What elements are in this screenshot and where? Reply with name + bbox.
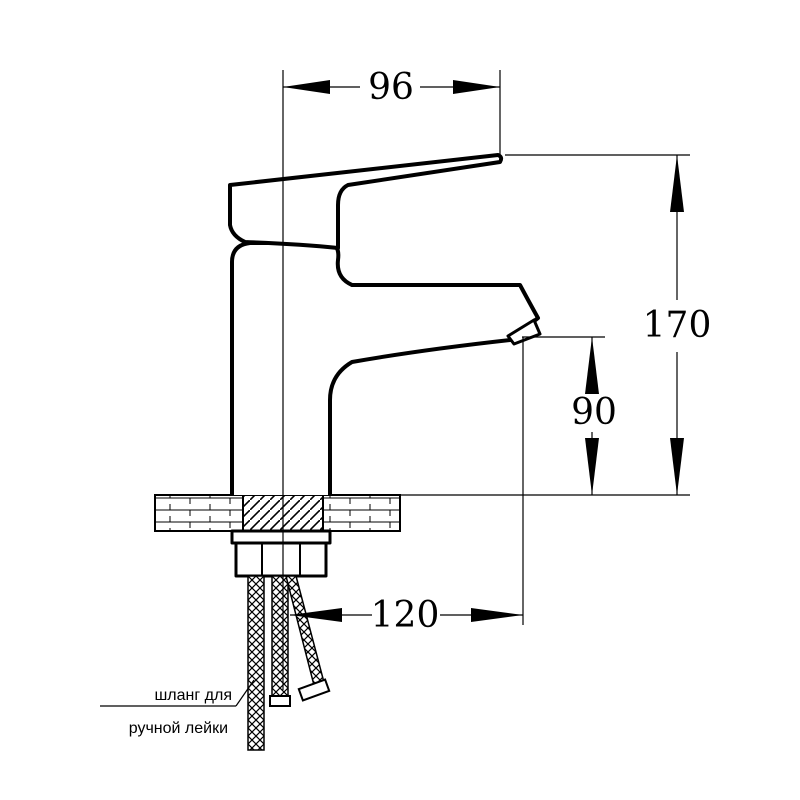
dimension-label-90: 90 — [571, 392, 617, 433]
supply-hose-left — [271, 575, 289, 697]
hand-shower-hose — [247, 575, 265, 751]
note-line-2: ручной лейки — [129, 720, 228, 737]
aerator — [506, 318, 542, 346]
faucet-body — [228, 153, 542, 495]
dimension-label-120: 120 — [371, 595, 440, 636]
note-line-1: шланг для — [154, 687, 232, 704]
hose-fitting-right — [297, 678, 331, 702]
dimension-120: 120 — [290, 337, 524, 636]
leader-line — [235, 679, 255, 707]
dimension-label-96: 96 — [368, 67, 414, 108]
flexible-hoses — [247, 575, 331, 751]
hose-fitting-left — [269, 695, 291, 707]
dimension-170: 170 — [400, 154, 712, 496]
hose-note: шланг для ручной лейки — [100, 679, 255, 737]
dimension-96: 96 — [283, 67, 501, 155]
dimension-label-170: 170 — [643, 305, 712, 346]
countertop-section — [154, 494, 401, 532]
mounting-nut — [230, 529, 332, 578]
lever-handle — [228, 153, 504, 250]
supply-hose-right — [285, 575, 327, 694]
dimension-90: 90 — [522, 336, 617, 495]
